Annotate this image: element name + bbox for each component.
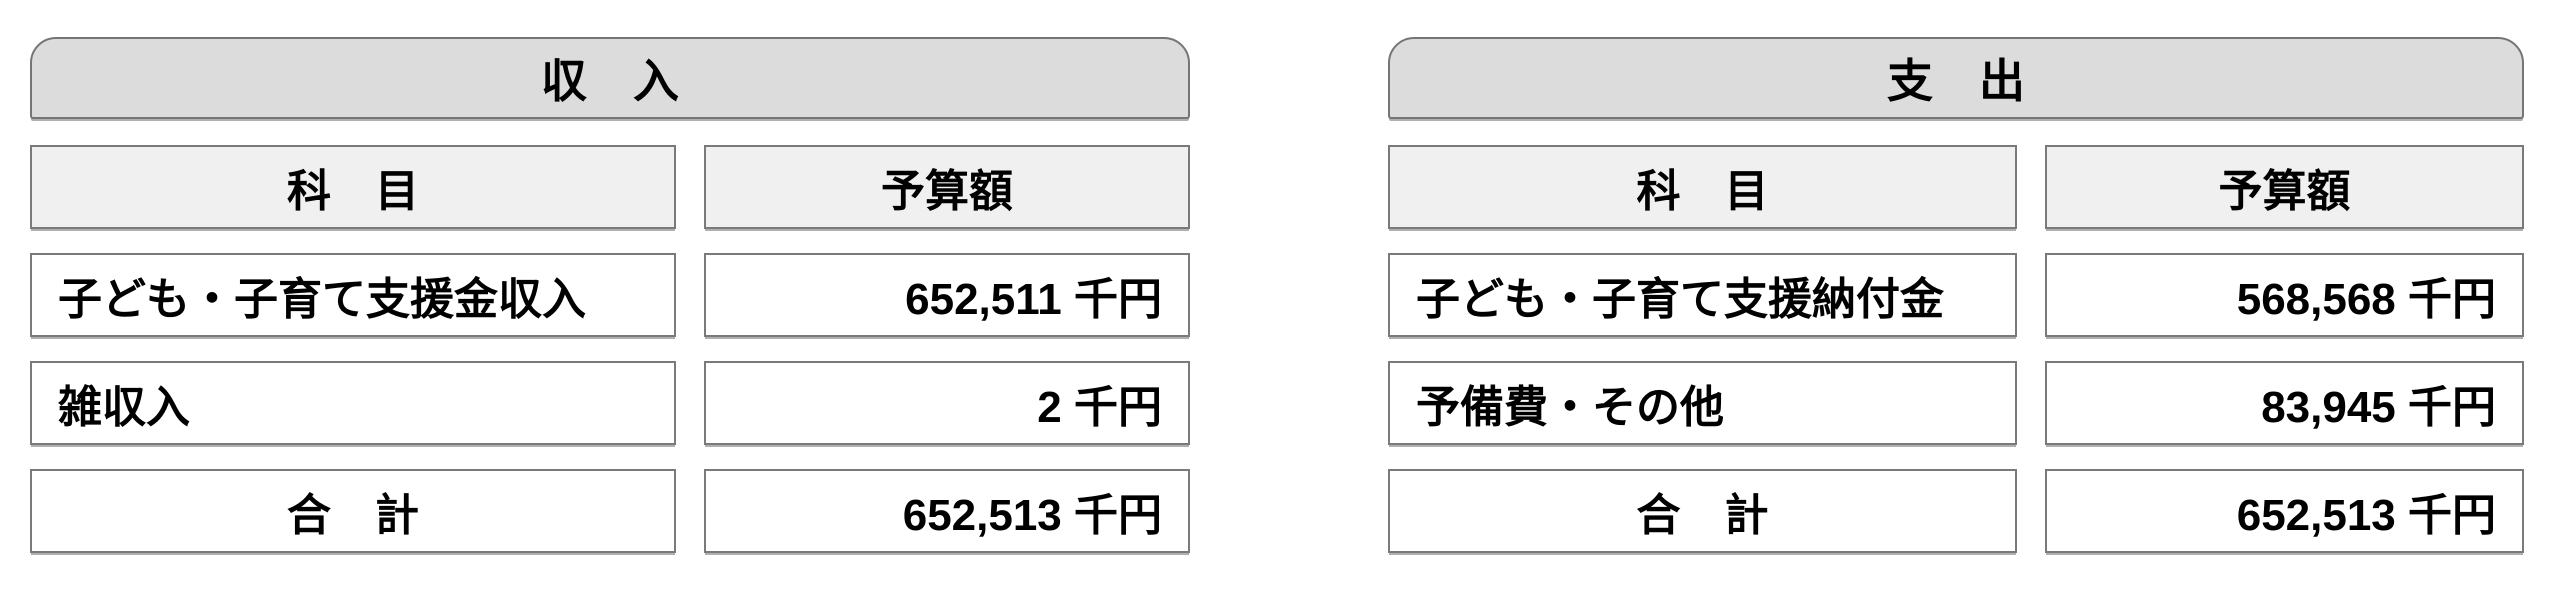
income-grid: 科 目 予算額 子ども・子育て支援金収入 652,511 千円 雑収入 2 千円… xyxy=(30,145,1190,553)
expenditure-total-label-cell: 合 計 xyxy=(1388,469,2017,553)
income-table: 収 入 科 目 予算額 子ども・子育て支援金収入 652,511 千円 雑収入 … xyxy=(30,37,1190,553)
income-row1-item-cell: 子ども・子育て支援金収入 xyxy=(30,253,676,337)
income-row2-amount-cell: 2 千円 xyxy=(704,361,1190,445)
income-row1-amount-cell: 652,511 千円 xyxy=(704,253,1190,337)
expenditure-total-amount-cell: 652,513 千円 xyxy=(2045,469,2524,553)
expenditure-table: 支 出 科 目 予算額 子ども・子育て支援納付金 568,568 千円 予備費・… xyxy=(1388,37,2524,553)
expenditure-row2-item-cell: 予備費・その他 xyxy=(1388,361,2017,445)
income-title-bar: 収 入 xyxy=(30,37,1190,119)
income-column-header-amount: 予算額 xyxy=(704,145,1190,229)
income-column-header-item: 科 目 xyxy=(30,145,676,229)
expenditure-column-header-item: 科 目 xyxy=(1388,145,2017,229)
expenditure-row1-item-cell: 子ども・子育て支援納付金 xyxy=(1388,253,2017,337)
expenditure-title: 支 出 xyxy=(1887,55,2025,107)
expenditure-title-bar: 支 出 xyxy=(1388,37,2524,119)
income-row2-item-cell: 雑収入 xyxy=(30,361,676,445)
income-total-label-cell: 合 計 xyxy=(30,469,676,553)
income-title: 収 入 xyxy=(541,55,679,107)
expenditure-grid: 科 目 予算額 子ども・子育て支援納付金 568,568 千円 予備費・その他 … xyxy=(1388,145,2524,553)
income-total-amount-cell: 652,513 千円 xyxy=(704,469,1190,553)
expenditure-column-header-amount: 予算額 xyxy=(2045,145,2524,229)
expenditure-row1-amount-cell: 568,568 千円 xyxy=(2045,253,2524,337)
expenditure-row2-amount-cell: 83,945 千円 xyxy=(2045,361,2524,445)
